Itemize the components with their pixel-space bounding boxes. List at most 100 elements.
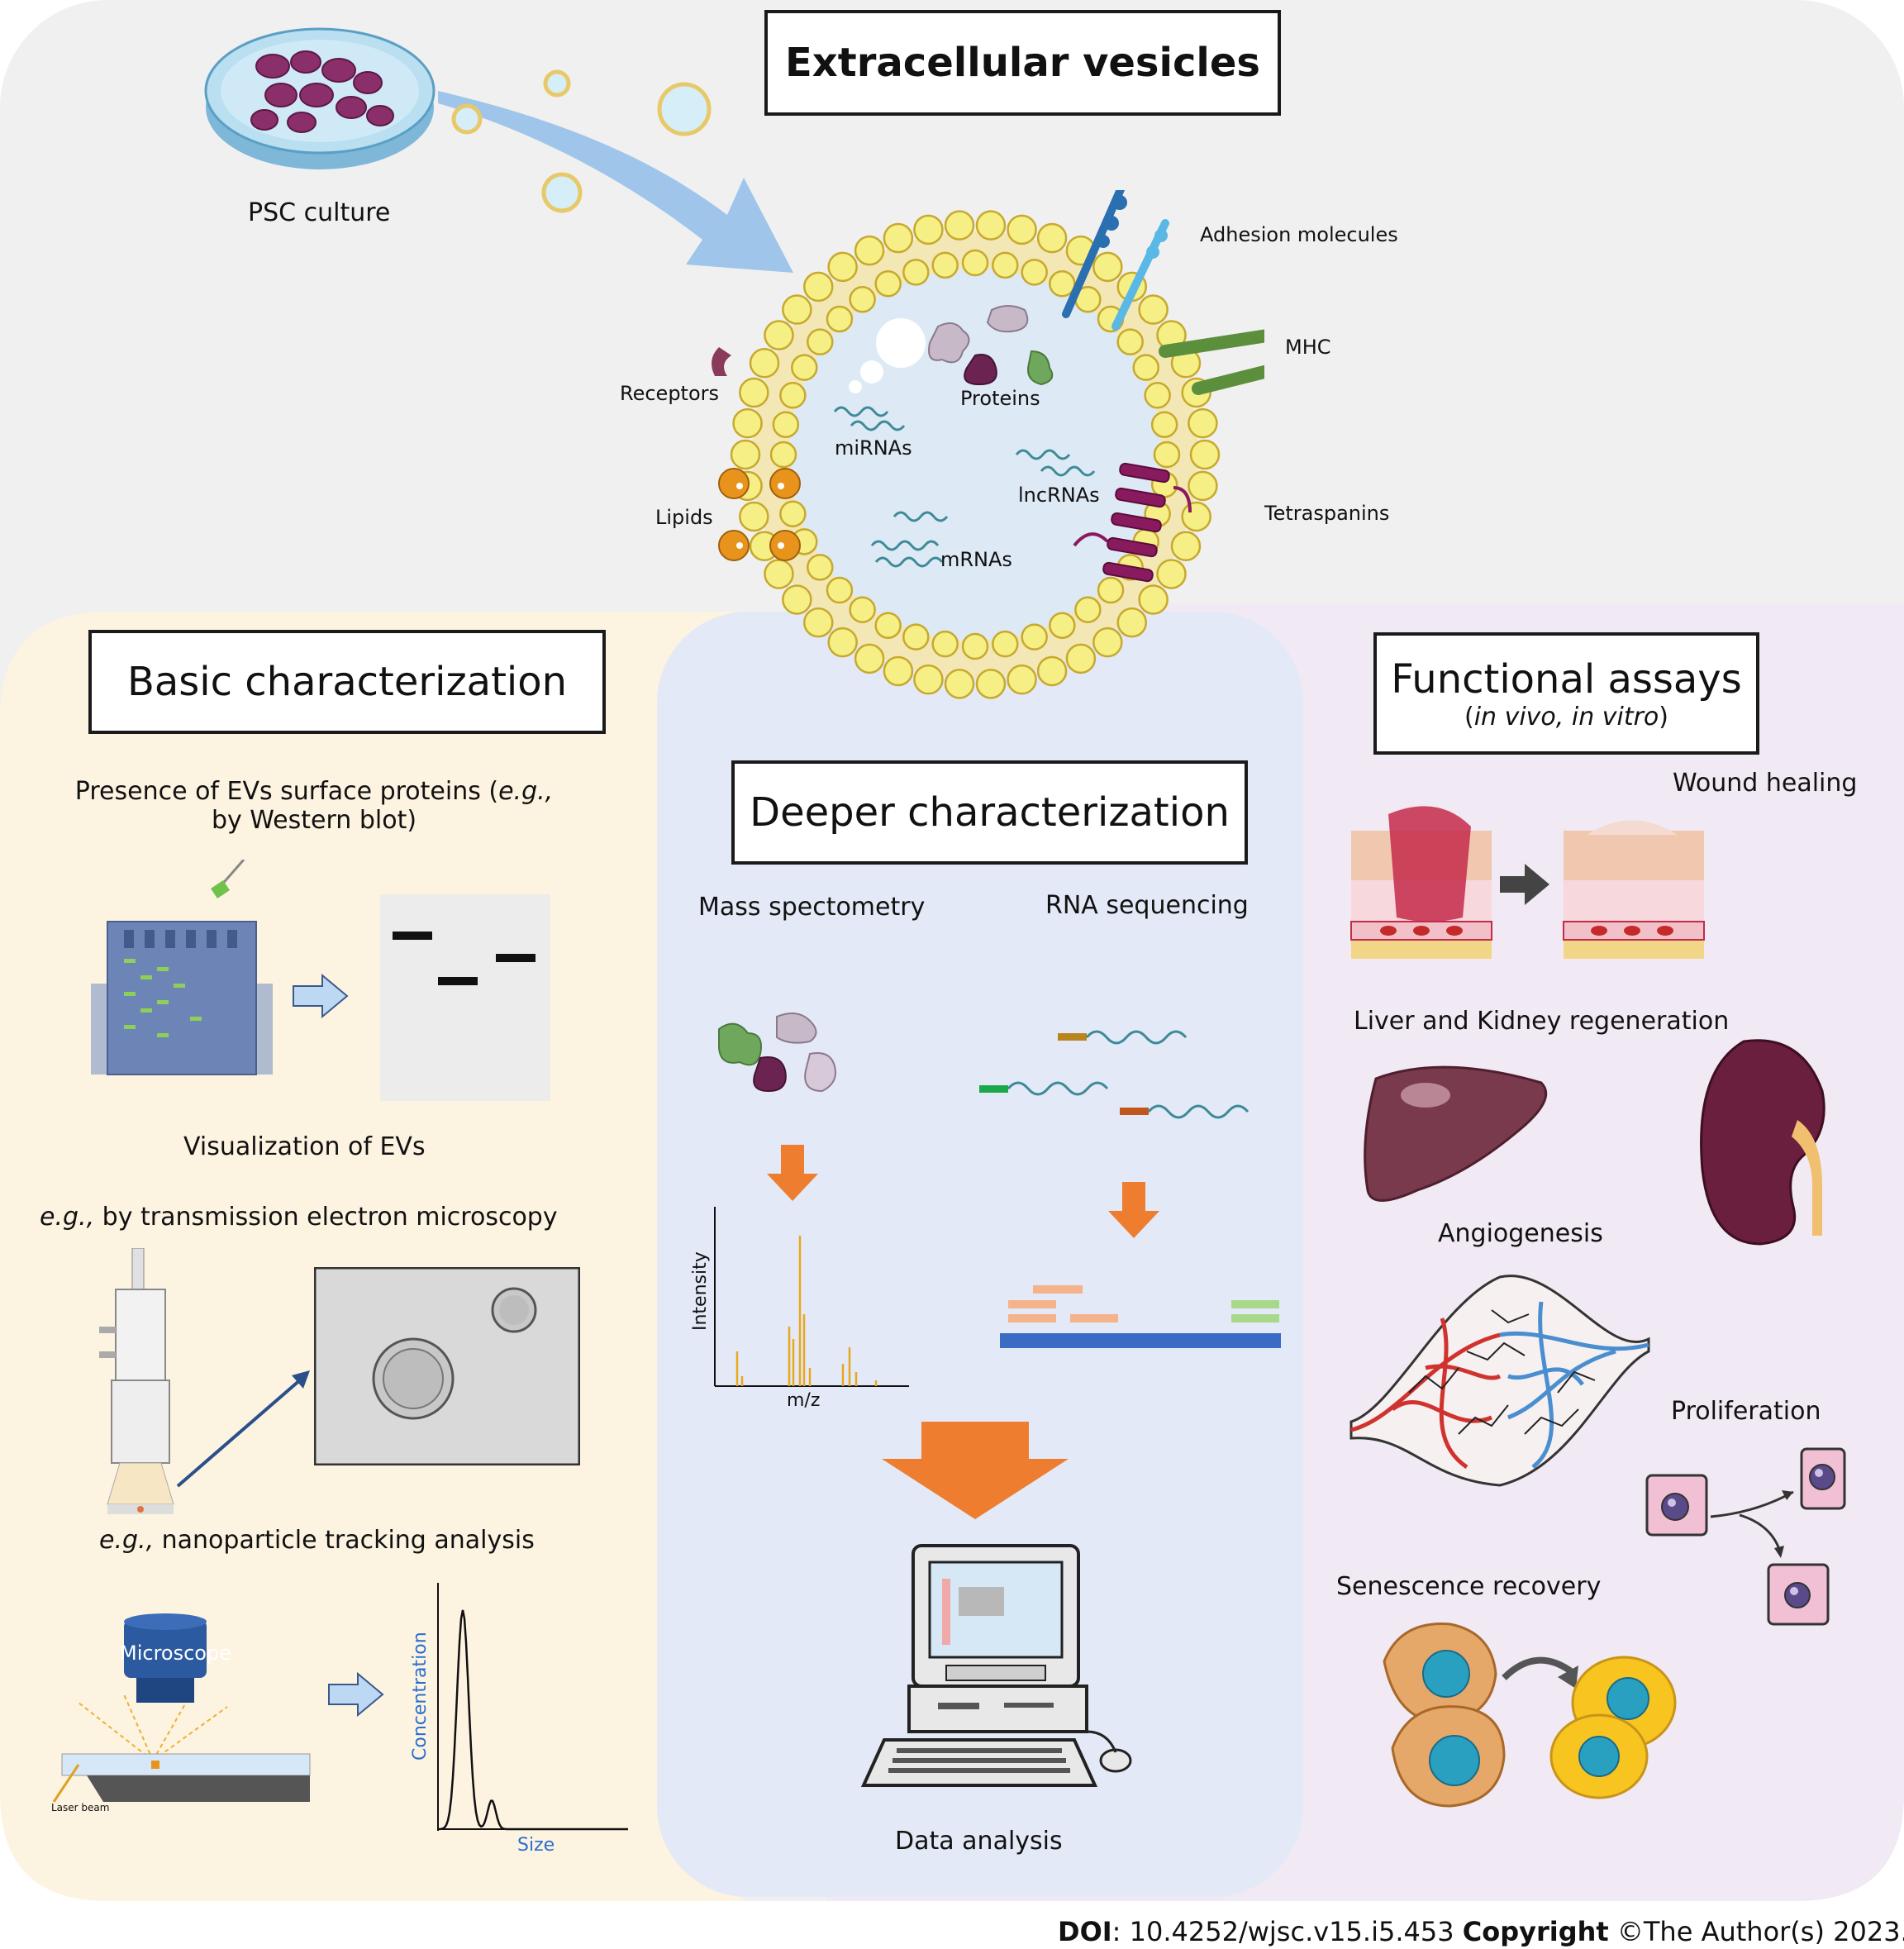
wound-healing-label: Wound healing (1673, 769, 1858, 798)
intensity-axis-label: Intensity (690, 1251, 711, 1331)
surface-proteins-caption: Presence of EVs surface proteins (e.g., … (33, 777, 595, 835)
kidney-icon (1700, 1039, 1825, 1246)
angiogenesis-label: Angiogenesis (1438, 1219, 1603, 1248)
rna-seq-alignment-icon (1000, 1285, 1281, 1348)
lipid-bead (1097, 576, 1125, 604)
lipid-bead (902, 623, 930, 650)
nta-caption-eg: e.g., (99, 1526, 155, 1555)
mirnas-label: miRNAs (835, 436, 912, 460)
lipid-bead (1065, 643, 1097, 674)
proliferation-label: Proliferation (1671, 1397, 1821, 1426)
lipid-bead (854, 235, 885, 266)
wounded-skin (1350, 806, 1492, 959)
lipid-bead (944, 669, 975, 699)
psc-culture-label: PSC culture (248, 198, 391, 227)
copyright-value: ©The Author(s) 2023. (1608, 1916, 1904, 1947)
lipid-bead (883, 655, 914, 687)
copyright-label: Copyright (1462, 1916, 1609, 1947)
rna-strands-icon (979, 1030, 1250, 1119)
nta-arrow-icon (328, 1671, 384, 1718)
data-analysis-label: Data analysis (895, 1827, 1063, 1856)
senescence-recovery-icon (1383, 1623, 1677, 1808)
mz-axis-label: m/z (787, 1390, 821, 1411)
deeper-panel (657, 612, 1303, 1897)
basic-title: Basic characterization (126, 659, 568, 705)
doi-value: : 10.4252/wjsc.v15.i5.453 (1111, 1916, 1463, 1947)
functional-subtitle: (in vivo, in vitro) (1464, 702, 1669, 731)
deeper-title: Deeper characterization (750, 789, 1230, 836)
tem-caption-rest: by transmission electron microscopy (94, 1203, 558, 1232)
surface-caption-line2: by Western blot) (211, 806, 417, 835)
lncrnas-label: lncRNAs (1018, 484, 1100, 507)
functional-subtitle-text: in vivo, in vitro (1473, 702, 1659, 731)
lipid-bead (739, 501, 769, 532)
wound-healing-icon (1350, 806, 1705, 959)
lipid-bead (883, 222, 914, 254)
mhc-label: MHC (1285, 336, 1331, 359)
doi-label: DOI (1058, 1916, 1112, 1947)
angiogenesis-icon (1349, 1275, 1650, 1487)
lipid-bead (803, 271, 834, 303)
rna-seq-label: RNA sequencing (1045, 891, 1249, 920)
lipid-bead (807, 554, 834, 581)
lipid-bead (739, 377, 769, 408)
lipid-bead (1150, 411, 1178, 438)
lipid-bead (1021, 623, 1048, 650)
citation-footer: DOI: 10.4252/wjsc.v15.i5.453 Copyright ©… (1058, 1916, 1904, 1947)
lipid-bead (1189, 439, 1221, 470)
lipid-bead (772, 411, 800, 438)
lipid-bead (769, 441, 797, 469)
lipid-bead (1021, 259, 1048, 286)
proteins-label: Proteins (960, 387, 1040, 410)
visualization-label: Visualization of EVs (183, 1132, 426, 1161)
lipid-bead (1007, 214, 1037, 245)
lipid-bead (779, 500, 807, 527)
computer-icon (860, 1544, 1132, 1787)
lipid-bead (975, 669, 1007, 699)
surface-caption-eg: e.g., (498, 777, 554, 806)
liver-icon (1364, 1065, 1548, 1202)
lipid-bead (1116, 607, 1147, 638)
lipid-bead (764, 320, 794, 350)
senescence-label: Senescence recovery (1336, 1572, 1602, 1601)
lipid-bead (1036, 655, 1068, 687)
lipid-bead (782, 584, 812, 615)
nta-caption: e.g., nanoparticle tracking analysis (99, 1526, 535, 1555)
lipid-bead (961, 632, 989, 660)
lipid-bead (1138, 584, 1169, 615)
lipid-bead (826, 305, 854, 333)
mass-spectrum-plot (714, 1207, 909, 1387)
lipid-bead (854, 643, 885, 674)
lipid-bead (1138, 294, 1169, 325)
data-analysis-down-arrow-icon (882, 1422, 1069, 1519)
lipid-bead (730, 439, 761, 470)
lipid-bead (1074, 596, 1102, 623)
tem-arrow-icon (176, 1370, 310, 1488)
lipid-bead (782, 294, 812, 325)
lipid-bead (992, 630, 1019, 658)
lipid-bead (807, 328, 834, 355)
tetraspanins-label: Tetraspanins (1264, 502, 1390, 525)
proliferation-icon (1645, 1447, 1846, 1626)
lipid-bead (827, 627, 858, 658)
receptors-label: Receptors (620, 382, 720, 405)
lipids-label: Lipids (655, 506, 713, 529)
lipid-bead (931, 630, 959, 658)
petri-dish-icon (204, 27, 436, 169)
tem-image (314, 1267, 580, 1465)
lipid-bead (749, 347, 780, 379)
nta-caption-rest: nanoparticle tracking analysis (154, 1526, 535, 1555)
lipid-bead (874, 612, 902, 639)
protein-molecules-icon (718, 1013, 836, 1093)
page-title: Extracellular vesicles (785, 40, 1260, 86)
title-basic-characterization: Basic characterization (88, 630, 606, 734)
small-vesicles (451, 69, 712, 213)
surface-caption-line1: Presence of EVs surface proteins ( (74, 777, 499, 806)
laser-beam-label: Laser beam (51, 1802, 110, 1813)
mass-spec-label: Mass spectometry (698, 893, 926, 922)
lipid-bead (1116, 328, 1144, 355)
lipid-bead (1156, 559, 1187, 589)
lipid-bead (1188, 470, 1218, 502)
